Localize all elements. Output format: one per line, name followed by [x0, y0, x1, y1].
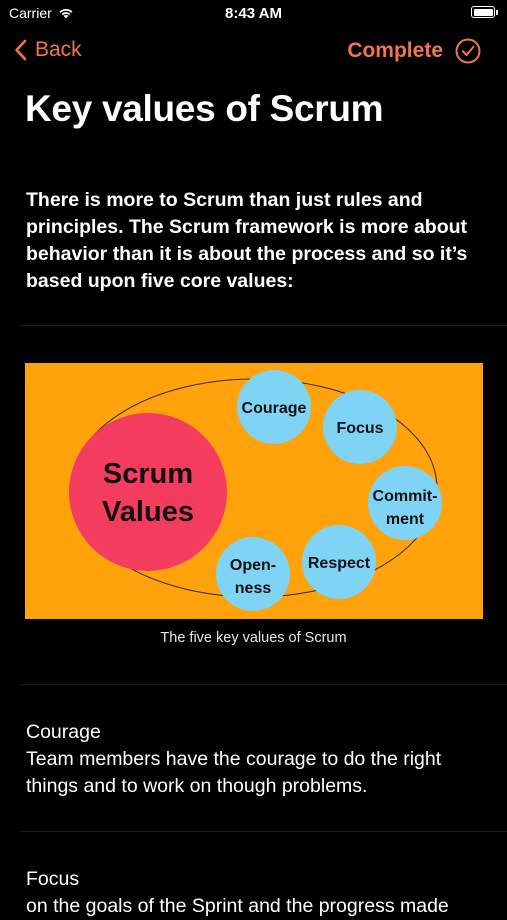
intro-text: There is more to Scrum than just rules a… [26, 189, 468, 292]
checkmark-circle-icon [455, 38, 481, 64]
section-title-courage: Courage [26, 721, 101, 743]
carrier-label: Carrier [9, 5, 52, 21]
value-bubble-courage: Courage [237, 370, 311, 444]
page-title: Key values of Scrum [25, 88, 384, 129]
scrum-values-figure: Scrum Values Courage Focus Commit- ment … [25, 363, 483, 619]
section-title-focus: Focus [26, 868, 80, 890]
figure-caption: The five key values of Scrum [160, 630, 347, 646]
value-bubble-focus: Focus [323, 390, 397, 464]
chevron-left-icon [15, 39, 27, 61]
divider [20, 684, 507, 685]
complete-label: Complete [347, 39, 443, 62]
status-time: 8:43 AM [225, 5, 282, 22]
value-label-focus: Focus [336, 420, 383, 437]
complete-button[interactable]: Complete [347, 38, 481, 64]
value-label-courage: Courage [242, 400, 307, 417]
center-label-line2: Values [102, 496, 194, 528]
carrier-info: Carrier [9, 5, 74, 21]
divider [20, 325, 507, 326]
value-label-commitment-line2: ment [386, 511, 425, 528]
back-label: Back [35, 38, 82, 61]
section-body-courage: Team members have the courage to do the … [26, 748, 442, 797]
status-bar: Carrier 8:43 AM [0, 0, 507, 28]
value-label-openness-line2: ness [235, 580, 272, 597]
value-label-commitment-line1: Commit- [373, 488, 438, 505]
value-label-openness-line1: Open- [230, 557, 276, 574]
back-button[interactable]: Back [14, 38, 82, 62]
section-body-focus: on the goals of the Sprint and the progr… [26, 895, 449, 917]
value-bubble-respect: Respect [302, 525, 376, 599]
center-circle [69, 413, 227, 571]
value-bubble-openness: Open- ness [216, 537, 290, 611]
wifi-icon [59, 8, 73, 19]
value-label-respect: Respect [308, 555, 371, 572]
center-label-line1: Scrum [103, 458, 193, 490]
divider [20, 831, 507, 832]
value-bubble-commitment: Commit- ment [368, 466, 442, 540]
battery-icon [471, 6, 498, 18]
